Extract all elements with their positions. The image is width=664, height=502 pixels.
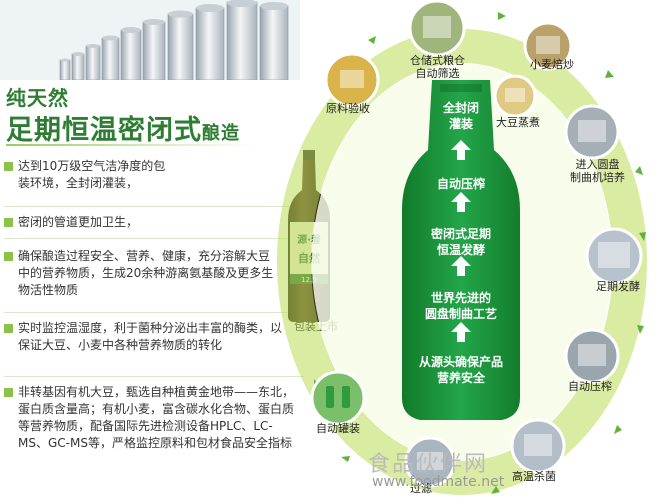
center-step-line: 从源头确保产品 (418, 355, 503, 369)
step-label-line: 自动罐装 (316, 422, 360, 435)
step-label-line: 自动筛选 (415, 67, 460, 80)
feature-text: 达到10万级空气洁净度的包装环境，全封闭灌装， (18, 159, 166, 190)
feature-item: 达到10万级空气洁净度的包装环境，全封闭灌装， (4, 158, 296, 192)
step-label-line: 制曲机培养 (570, 171, 625, 184)
bullet-square-icon (4, 218, 13, 227)
step-label-xiaomai: 小麦焙炒 (530, 58, 574, 71)
step-label-fajiao: 足期发酵 (596, 280, 640, 293)
feature-text: 非转基因有机大豆，甄选自种植黄金地带——东北，蛋白质含量高；有机小麦，富含碳水化… (18, 385, 295, 450)
title-main: 足期恒温密闭式 (6, 115, 202, 146)
center-step-line: 自动压榨 (436, 177, 485, 191)
step-label-yazha: 自动压榨 (568, 380, 612, 393)
center-step-line: 密闭式足期 (430, 227, 491, 241)
bullet-square-icon (4, 162, 13, 171)
step-label-line: 大豆蒸煮 (496, 116, 540, 129)
step-label-guanzhuang: 自动罐装 (316, 422, 360, 435)
feature-item: 非转基因有机大豆，甄选自种植黄金地带——东北，蛋白质含量高；有机小麦，富含碳水化… (4, 384, 296, 452)
step-label-line: 自动压榨 (568, 380, 612, 393)
center-step-line: 营养安全 (436, 371, 485, 385)
step-label-dadou: 大豆蒸煮 (496, 116, 540, 129)
center-step-line: 全封闭 (442, 101, 479, 115)
feature-text: 确保酿造过程安全、营养、健康，充分溶解大豆中的营养物质，生成20余种游离氨基酸及… (18, 249, 274, 297)
center-step-4: 世界先进的 圆盘制曲工艺 (406, 290, 516, 322)
feature-item: 密闭的管道更加卫生， (4, 214, 296, 231)
silo-illustration (0, 0, 300, 80)
bullet-square-icon (4, 324, 13, 333)
step-label-line: 足期发酵 (596, 280, 640, 293)
step-label-yanshou: 原料验收 (326, 102, 370, 115)
step-label-shajun: 高温杀菌 (512, 470, 556, 483)
step-label-line: 小麦焙炒 (530, 58, 574, 71)
divider (4, 206, 304, 207)
center-step-line: 圆盘制曲工艺 (424, 307, 497, 321)
step-label-line: 仓储式粮仓 (410, 54, 465, 67)
watermark-url: www.foodmate.net (372, 474, 505, 490)
center-step-3: 密闭式足期 恒温发酵 (411, 226, 511, 258)
center-step-1: 全封闭 灌装 (431, 100, 491, 132)
step-label-line: 进入圆盘 (575, 158, 620, 171)
center-step-line: 世界先进的 (430, 291, 491, 305)
divider (4, 312, 304, 313)
title-suffix: 酿造 (202, 123, 240, 144)
watermark-brand: 食品伙伴网 (368, 452, 489, 477)
feature-text: 实时监控温湿度，利于菌种分泌出丰富的酶类，以保证大豆、小麦中各种营养物质的转化 (18, 321, 283, 352)
feature-item: 确保酿造过程安全、营养、健康，充分溶解大豆中的营养物质，生成20余种游离氨基酸及… (4, 248, 296, 299)
bullet-square-icon (4, 252, 13, 261)
step-label-yuanpan: 进入圆盘 制曲机培养 (570, 158, 625, 184)
feature-item: 实时监控温湿度，利于菌种分泌出丰富的酶类，以保证大豆、小麦中各种营养物质的转化 (4, 320, 296, 354)
divider (4, 376, 304, 377)
center-step-5: 从源头确保产品 营养安全 (406, 354, 516, 386)
step-label-line: 原料验收 (326, 102, 370, 115)
step-label-cangchu: 仓储式粮仓 自动筛选 (410, 54, 465, 80)
bullet-square-icon (4, 388, 13, 397)
feature-text: 密闭的管道更加卫生， (18, 215, 139, 229)
center-step-2: 自动压榨 (421, 176, 501, 192)
title-line-1: 纯天然 (6, 86, 69, 110)
title-line-2: 足期恒温密闭式酿造 (6, 108, 240, 147)
divider (4, 238, 304, 239)
title-underline (6, 144, 256, 146)
center-step-line: 恒温发酵 (436, 243, 485, 257)
step-label-guolv: 过滤 (410, 482, 432, 495)
step-label-line: 过滤 (410, 482, 432, 495)
center-step-line: 灌装 (448, 117, 473, 131)
step-label-line: 高温杀菌 (512, 470, 556, 483)
